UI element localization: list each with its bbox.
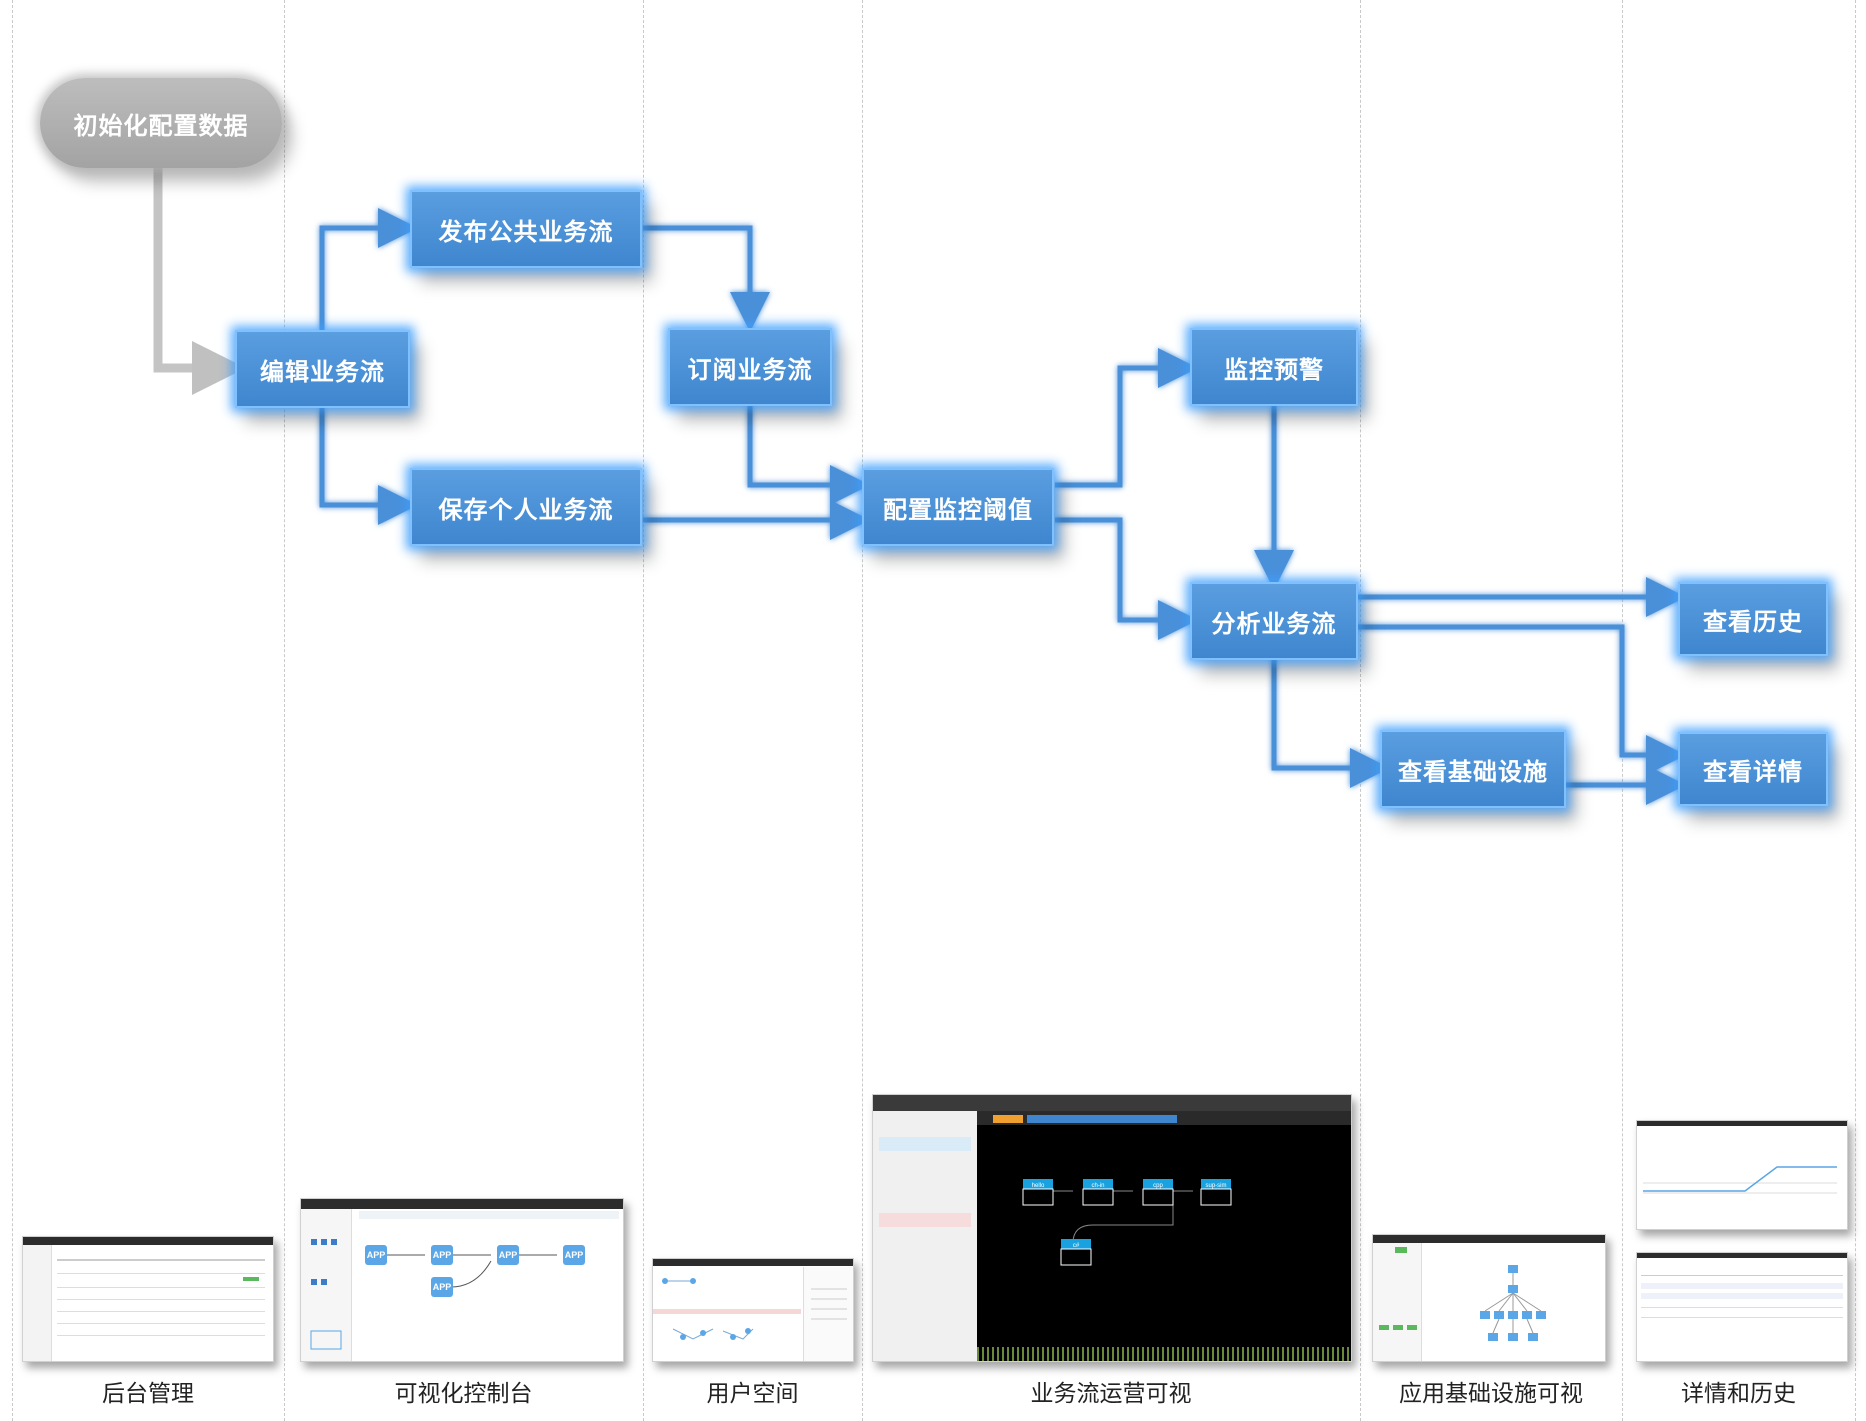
lane-divider: [1855, 0, 1856, 1421]
node-label: 查看历史: [1703, 607, 1803, 636]
lane-divider: [12, 0, 13, 1421]
node-label: 分析业务流: [1211, 609, 1337, 638]
node-subscribe: 订阅业务流: [668, 328, 832, 406]
lane-label: 用户空间: [706, 1381, 799, 1407]
edge-publish-subscribe: [643, 225, 770, 332]
edge-threshold-alert: [1055, 348, 1198, 488]
lane-label: 应用基础设施可视: [1399, 1381, 1583, 1407]
lane-label: 后台管理: [102, 1381, 194, 1407]
infra-tree: [1379, 1265, 1546, 1341]
edge-subscribe-threshold: [747, 405, 870, 505]
lane-divider: [284, 0, 285, 1421]
node-label: 配置监控阈值: [883, 495, 1033, 524]
edge-edit-publish: [319, 208, 418, 330]
lane-label: 业务流运营可视: [1030, 1381, 1192, 1407]
thumbnail-history-chart: [1636, 1120, 1848, 1230]
lane-label: 可视化控制台: [394, 1381, 533, 1407]
thumbnail-user-space: [652, 1258, 854, 1362]
node-infra: 查看基础设施: [1380, 730, 1566, 808]
lane-divider: [862, 0, 863, 1421]
node-label: 保存个人业务流: [438, 495, 614, 524]
node-edit: 编辑业务流: [235, 330, 410, 408]
edge-analyze-detail: [1355, 624, 1686, 775]
edge-threshold-analyze: [1055, 517, 1198, 640]
node-save: 保存个人业务流: [410, 468, 642, 546]
user-space-graphs: [662, 1278, 847, 1340]
edge-edit-save: [319, 408, 418, 525]
app-label: APP: [433, 1250, 452, 1260]
node-detail: 查看详情: [1678, 732, 1828, 806]
lane-divider: [643, 0, 644, 1421]
app-label: APP: [499, 1250, 518, 1260]
node-label: 编辑业务流: [260, 357, 385, 386]
node-analyze: 分析业务流: [1190, 582, 1358, 660]
edge-analyze-infra: [1271, 655, 1390, 788]
node-label: 查看详情: [1703, 757, 1803, 786]
node-label: 订阅业务流: [687, 355, 813, 384]
edge-start-edit: [153, 168, 246, 395]
thumbnail-ops-visual: hello ch-in cpp sup-sim c#: [872, 1094, 1352, 1362]
app-label: APP: [367, 1250, 386, 1260]
ops-node-label: ch-in: [1091, 1183, 1104, 1189]
node-publish: 发布公共业务流: [410, 190, 642, 268]
node-history: 查看历史: [1678, 582, 1828, 656]
app-label: APP: [433, 1282, 452, 1292]
start-node-label: 初始化配置数据: [73, 111, 249, 140]
thumbnail-console: APP APP APP APP APP: [300, 1198, 624, 1362]
thumbnail-infra-visual: [1372, 1234, 1606, 1362]
ops-topology: hello ch-in cpp sup-sim c#: [1022, 1179, 1232, 1266]
node-alert: 监控预警: [1190, 328, 1358, 406]
app-label: APP: [565, 1250, 584, 1260]
console-flow: APP APP APP APP APP: [310, 1239, 585, 1350]
node-label: 查看基础设施: [1398, 757, 1548, 786]
node-label: 发布公共业务流: [438, 217, 614, 246]
ops-node-label: sup-sim: [1205, 1183, 1226, 1189]
ops-node-label: c#: [1073, 1243, 1080, 1249]
lane-divider: [1360, 0, 1361, 1421]
start-node: 初始化配置数据: [40, 78, 282, 168]
thumbnail-detail-table: [1636, 1252, 1848, 1362]
node-threshold: 配置监控阈值: [862, 468, 1054, 546]
lane-label: 详情和历史: [1681, 1381, 1796, 1407]
ops-node-label: cpp: [1153, 1183, 1163, 1189]
ops-node-label: hello: [1032, 1183, 1045, 1189]
history-line: [1643, 1166, 1837, 1194]
thumbnail-admin: [22, 1236, 274, 1362]
node-label: 监控预警: [1224, 355, 1324, 384]
